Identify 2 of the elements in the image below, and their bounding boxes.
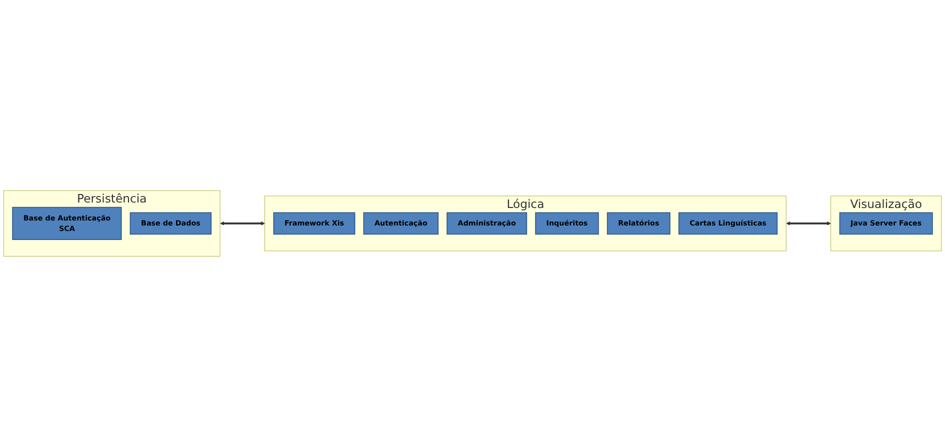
arrow (220, 221, 265, 225)
arrow (786, 221, 831, 225)
